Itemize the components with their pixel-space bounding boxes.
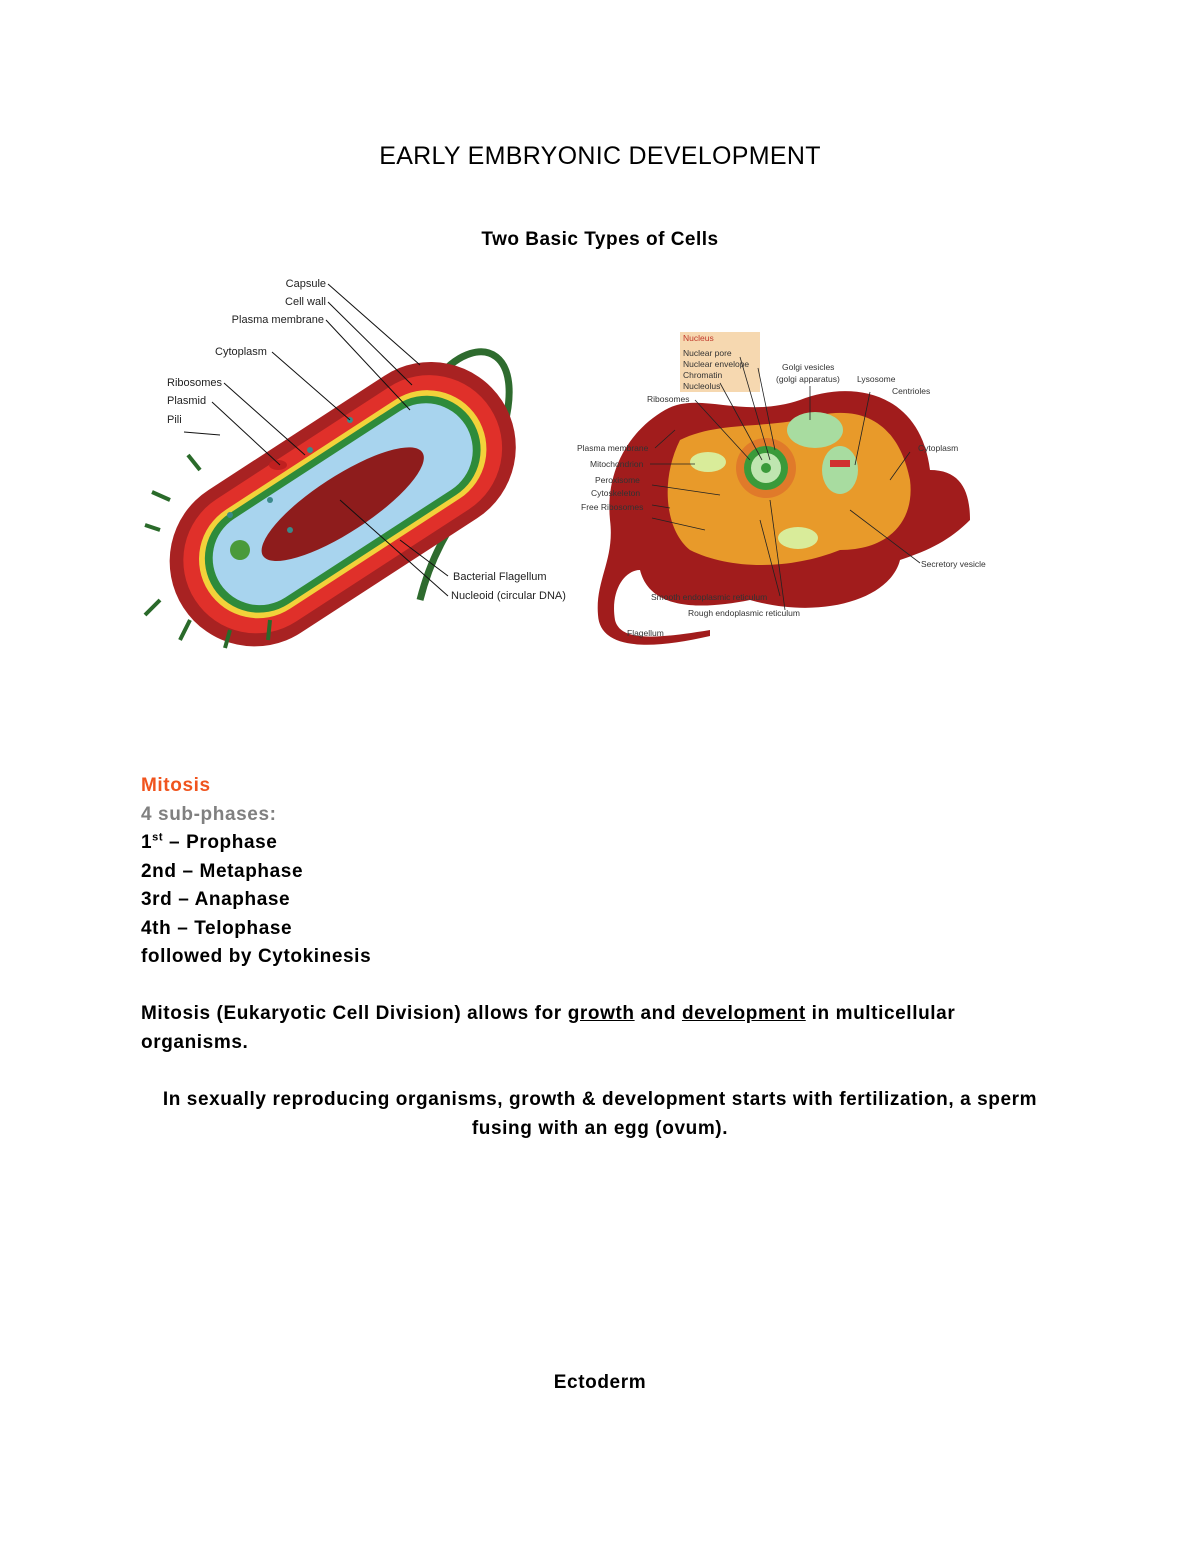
section-subtitle: Two Basic Types of Cells: [481, 229, 719, 250]
phase-item: 3rd – Anaphase: [141, 889, 291, 910]
label-plasma-membrane: Plasma membrane: [577, 443, 649, 453]
mitosis-section: Mitosis 4 sub-phases: 1st – Prophase 2nd…: [141, 772, 371, 972]
label-rough-er: Rough endoplasmic reticulum: [688, 608, 800, 618]
ectoderm-heading: Ectoderm: [553, 1372, 647, 1393]
label-cytoplasm: Cytoplasm: [918, 443, 958, 453]
label-plasma-membrane: Plasma membrane: [232, 314, 324, 326]
phase-item: 4th – Telophase: [141, 917, 293, 939]
followed-by-text: followed by Cytokinesis: [141, 946, 372, 967]
label-nucleoid: Nucleoid (circular DNA): [451, 590, 566, 602]
label-nuclear-pore: Nuclear pore: [683, 348, 732, 358]
label-smooth-er: Smooth endoplasmic reticulum: [651, 592, 767, 602]
label-nuclear-envelope: Nuclear envelope: [683, 359, 749, 369]
label-free-ribosomes: Free Ribosomes: [581, 502, 643, 512]
label-cell-wall: Cell wall: [285, 296, 326, 308]
label-golgi-apparatus: (golgi apparatus): [776, 374, 840, 384]
label-secretory-vesicle: Secretory vesicle: [921, 559, 986, 569]
label-cytoplasm: Cytoplasm: [215, 346, 267, 358]
growth-underlined: growth: [567, 1003, 635, 1024]
label-peroxisome: Peroxisome: [595, 475, 640, 485]
label-lysosome: Lysosome: [857, 374, 896, 384]
label-cytoskeleton: Cytoskeleton: [591, 488, 640, 498]
label-plasmid: Plasmid: [167, 395, 206, 407]
label-mitochondrion: Mitochondrion: [590, 459, 644, 469]
label-bacterial-flagellum: Bacterial Flagellum: [453, 571, 547, 583]
phase-item: 1st – Prophase: [141, 831, 278, 853]
nucleoid-shape: [261, 447, 424, 562]
label-centrioles: Centrioles: [892, 386, 930, 396]
eukaryotic-cell-diagram: Nucleus Nuclear pore Nuclear envelope Ch…: [577, 332, 986, 645]
label-ribosomes: Ribosomes: [647, 394, 690, 404]
label-flagellum: Flagellum: [627, 628, 664, 638]
development-underlined: development: [681, 1003, 806, 1024]
mitosis-heading: Mitosis: [141, 775, 211, 796]
label-pili: Pili: [167, 414, 182, 426]
label-chromatin: Chromatin: [683, 370, 722, 380]
page-title: EARLY EMBRYONIC DEVELOPMENT: [379, 142, 821, 170]
label-nucleus: Nucleus: [683, 333, 714, 343]
label-nucleolus: Nucleolus: [683, 381, 720, 391]
prokaryotic-cell-diagram: Capsule Cell wall Plasma membrane Cytopl…: [143, 278, 566, 649]
nucleus-legend-box: [680, 332, 760, 392]
mitosis-subheading: 4 sub-phases:: [141, 803, 277, 825]
label-ribosomes: Ribosomes: [167, 377, 223, 389]
phase-item: 2nd – Metaphase: [141, 860, 304, 882]
mitosis-paragraph: Mitosis (Eukaryotic Cell Division) allow…: [141, 1003, 956, 1053]
fertilization-paragraph: In sexually reproducing organisms, growt…: [162, 1089, 1038, 1139]
label-capsule: Capsule: [286, 278, 326, 290]
label-golgi-vesicles: Golgi vesicles: [782, 362, 834, 372]
